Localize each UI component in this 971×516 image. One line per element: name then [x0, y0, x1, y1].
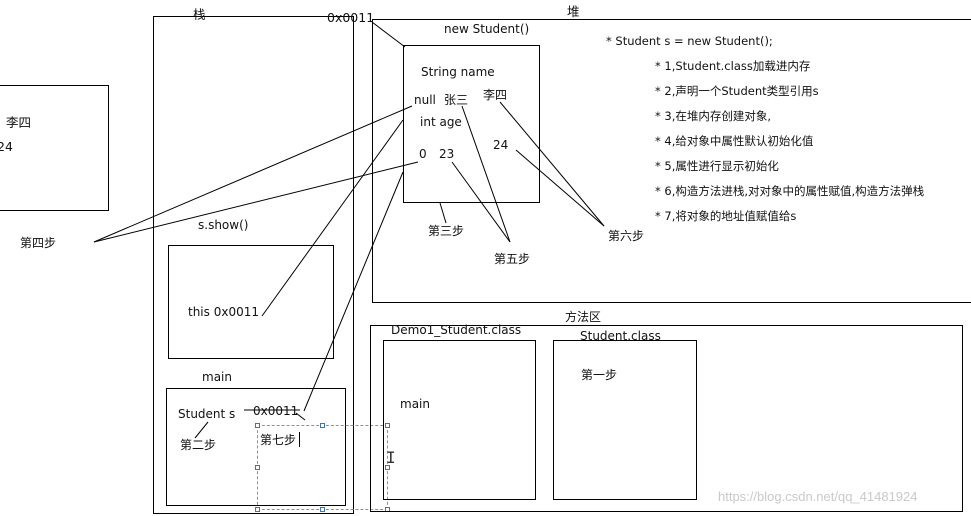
left-edge-fragment: : — [0, 418, 1, 432]
note-line-3: * 3,在堆内存创建对象, — [655, 109, 772, 123]
resize-handle-bm[interactable] — [320, 507, 325, 512]
stack-title: 栈 — [193, 7, 206, 22]
step3-label: 第三步 — [428, 224, 465, 238]
left-age-value: 24 — [0, 139, 13, 154]
this-reference: this 0x0011 — [188, 305, 259, 319]
student-object — [403, 45, 540, 203]
line-step4-to-null — [93, 105, 413, 243]
line-step5-zhangsan — [461, 105, 511, 243]
resize-handle-tr[interactable] — [385, 423, 390, 428]
object-label: new Student() — [444, 22, 530, 36]
note-line-5: * 5,属性进行显示初始化 — [655, 159, 779, 173]
var-student-s: Student s — [178, 407, 236, 421]
heap-region — [372, 19, 971, 303]
resize-handle-mr[interactable] — [385, 465, 390, 470]
age-zero: 0 — [419, 147, 427, 161]
show-frame-label: s.show() — [198, 218, 249, 232]
show-frame — [168, 245, 334, 359]
age-24: 24 — [493, 138, 509, 152]
step2-label: 第二步 — [180, 438, 217, 452]
line-step6-lisi — [499, 101, 605, 227]
left-name-value: 李四 — [6, 115, 32, 130]
ibeam-cursor-icon: I — [386, 448, 396, 467]
demo-class-box — [383, 340, 536, 500]
resize-handle-tm[interactable] — [320, 423, 325, 428]
name-lisi: 李四 — [483, 88, 508, 102]
line-step2 — [194, 421, 209, 439]
method-area-title: 方法区 — [565, 310, 602, 324]
note-line-0: * Student s = new Student(); — [606, 34, 773, 48]
line-addr-arrow — [371, 21, 406, 48]
left-partial-frame — [0, 85, 109, 211]
main-frame — [166, 388, 346, 506]
note-line-1: * 1,Student.class加载进内存 — [655, 59, 811, 73]
note-line-7: * 7,将对象的地址值赋值给s — [655, 209, 797, 223]
note-line-2: * 2,声明一个Student类型引用s — [655, 84, 819, 98]
resize-handle-bl[interactable] — [255, 507, 260, 512]
stack-region — [153, 16, 354, 514]
heap-title: 堆 — [567, 4, 580, 19]
mark-tick — [295, 412, 306, 421]
line-step3 — [439, 202, 447, 224]
demo-main-method: main — [400, 397, 430, 411]
watermark: https://blog.csdn.net/qq_41481924 — [718, 489, 918, 504]
line-step6-24 — [515, 149, 605, 227]
name-zhangsan: 张三 — [444, 93, 469, 107]
field-age: int age — [420, 115, 462, 129]
resize-handle-ml[interactable] — [255, 465, 260, 470]
student-class-label: Student.class — [580, 329, 661, 343]
step6-label: 第六步 — [608, 229, 645, 243]
var-s-address: 0x0011 — [253, 404, 299, 418]
student-class-box — [553, 340, 697, 500]
text-cursor — [299, 432, 300, 447]
step5-label: 第五步 — [494, 252, 531, 266]
demo-class-label: Demo1_Student.class — [391, 323, 522, 337]
note-line-6: * 6,构造方法进栈,对对象中的属性赋值,构造方法弹栈 — [655, 184, 925, 198]
field-name: String name — [421, 65, 495, 79]
main-frame-label: main — [202, 370, 232, 384]
line-step4-to-zero — [93, 161, 419, 243]
name-null: null — [414, 93, 436, 107]
note-line-4: * 4,给对象中属性默认初始化值 — [655, 134, 814, 148]
resize-handle-tl[interactable] — [255, 423, 260, 428]
method-area-region — [370, 325, 963, 512]
age-23: 23 — [439, 147, 455, 161]
line-this-to-object — [261, 119, 404, 317]
step1-label: 第一步 — [581, 368, 618, 382]
step4-label: 第四步 — [20, 236, 57, 250]
object-address: 0x0011 — [327, 10, 375, 25]
step7-label[interactable]: 第七步 — [260, 433, 297, 447]
